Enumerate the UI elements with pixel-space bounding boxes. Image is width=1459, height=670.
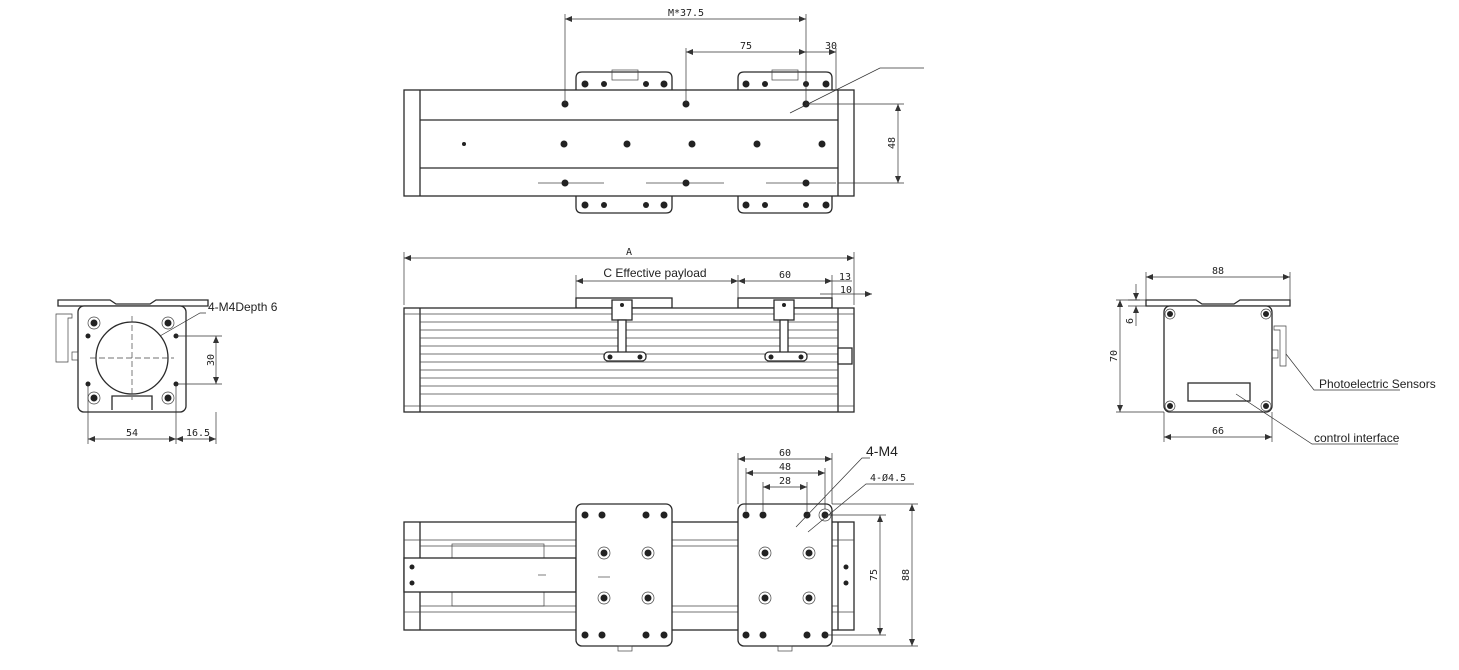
leader-hole <box>807 483 914 533</box>
dim-13-label: 13 <box>839 272 851 283</box>
dim-60-bottom-label: 60 <box>779 448 791 459</box>
tab-holes <box>581 80 830 209</box>
leader-top <box>789 67 924 114</box>
sensor-bracket <box>611 69 639 81</box>
carriage-tab <box>617 645 633 652</box>
dim-88-end-label: 88 <box>1212 266 1224 277</box>
dim-48-bottom-label: 48 <box>779 462 791 473</box>
callout-hole-diameter: 4-Ø4.5 <box>870 472 906 484</box>
dim-a-label: A <box>626 247 632 258</box>
photoelectric-sensor <box>1273 325 1287 367</box>
leader-sensor <box>1285 353 1400 391</box>
control-interface-port <box>1187 382 1251 402</box>
callout-4-m4: 4-M4 <box>866 443 898 459</box>
bottom-view: 60 48 28 4-M4 4-Ø4.5 75 88 <box>403 443 918 652</box>
dim-10-label: 10 <box>840 285 852 296</box>
right-end-view: 88 6 70 66 Photoelectric Sensors control… <box>1109 266 1436 445</box>
sensor-slot <box>764 351 808 362</box>
carriage-right-top-tab <box>737 71 833 90</box>
leader-interface <box>1235 393 1398 445</box>
dim-66-label: 66 <box>1212 426 1224 437</box>
callout-m4-depth: 4-M4Depth 6 <box>208 300 278 314</box>
top-view: M*37.5 75 30 48 <box>403 8 924 214</box>
dim-c-label: C Effective payload <box>603 266 706 280</box>
label-photoelectric-sensors: Photoelectric Sensors <box>1319 377 1436 391</box>
leader-4-m4 <box>795 457 870 528</box>
dim-75-label: 75 <box>740 41 752 52</box>
dim-6-label: 6 <box>1125 318 1136 324</box>
sensor-bracket-left <box>55 313 73 363</box>
center-strip <box>403 557 577 593</box>
dim-54-label: 54 <box>126 428 138 439</box>
dim-16-5-label: 16.5 <box>186 428 210 439</box>
dim-30-end-label: 30 <box>206 354 217 366</box>
label-control-interface: control interface <box>1314 431 1400 445</box>
dim-88-bottom-label: 88 <box>901 569 912 581</box>
carriage-left-bottom-tab <box>575 196 673 214</box>
carriage-left-top-tab <box>575 71 673 90</box>
end-connector <box>837 347 853 365</box>
dim-30-label: 30 <box>825 41 837 52</box>
sensor-bracket <box>771 69 799 81</box>
dim-48-label: 48 <box>887 137 898 149</box>
carriage-left-bottom <box>575 503 673 647</box>
top-plate-right <box>1145 299 1291 307</box>
left-end-view: 4-M4Depth 6 30 54 16.5 <box>55 299 278 444</box>
dim-70-label: 70 <box>1109 350 1120 362</box>
side-view: A C Effective payload 60 13 10 <box>403 247 872 413</box>
top-plate-left <box>57 299 209 307</box>
carriage-tab <box>777 645 793 652</box>
dim-75-bottom-label: 75 <box>869 569 880 581</box>
dim-m-label: M*37.5 <box>668 8 704 19</box>
dim-60-label: 60 <box>779 270 791 281</box>
carriage-right-bottom-tab <box>737 196 833 214</box>
leader-m4 <box>159 312 206 337</box>
dim-28-label: 28 <box>779 476 791 487</box>
sensor-slot <box>603 351 647 362</box>
end-cap <box>1163 305 1273 413</box>
carriage-right-bottom <box>737 503 833 647</box>
